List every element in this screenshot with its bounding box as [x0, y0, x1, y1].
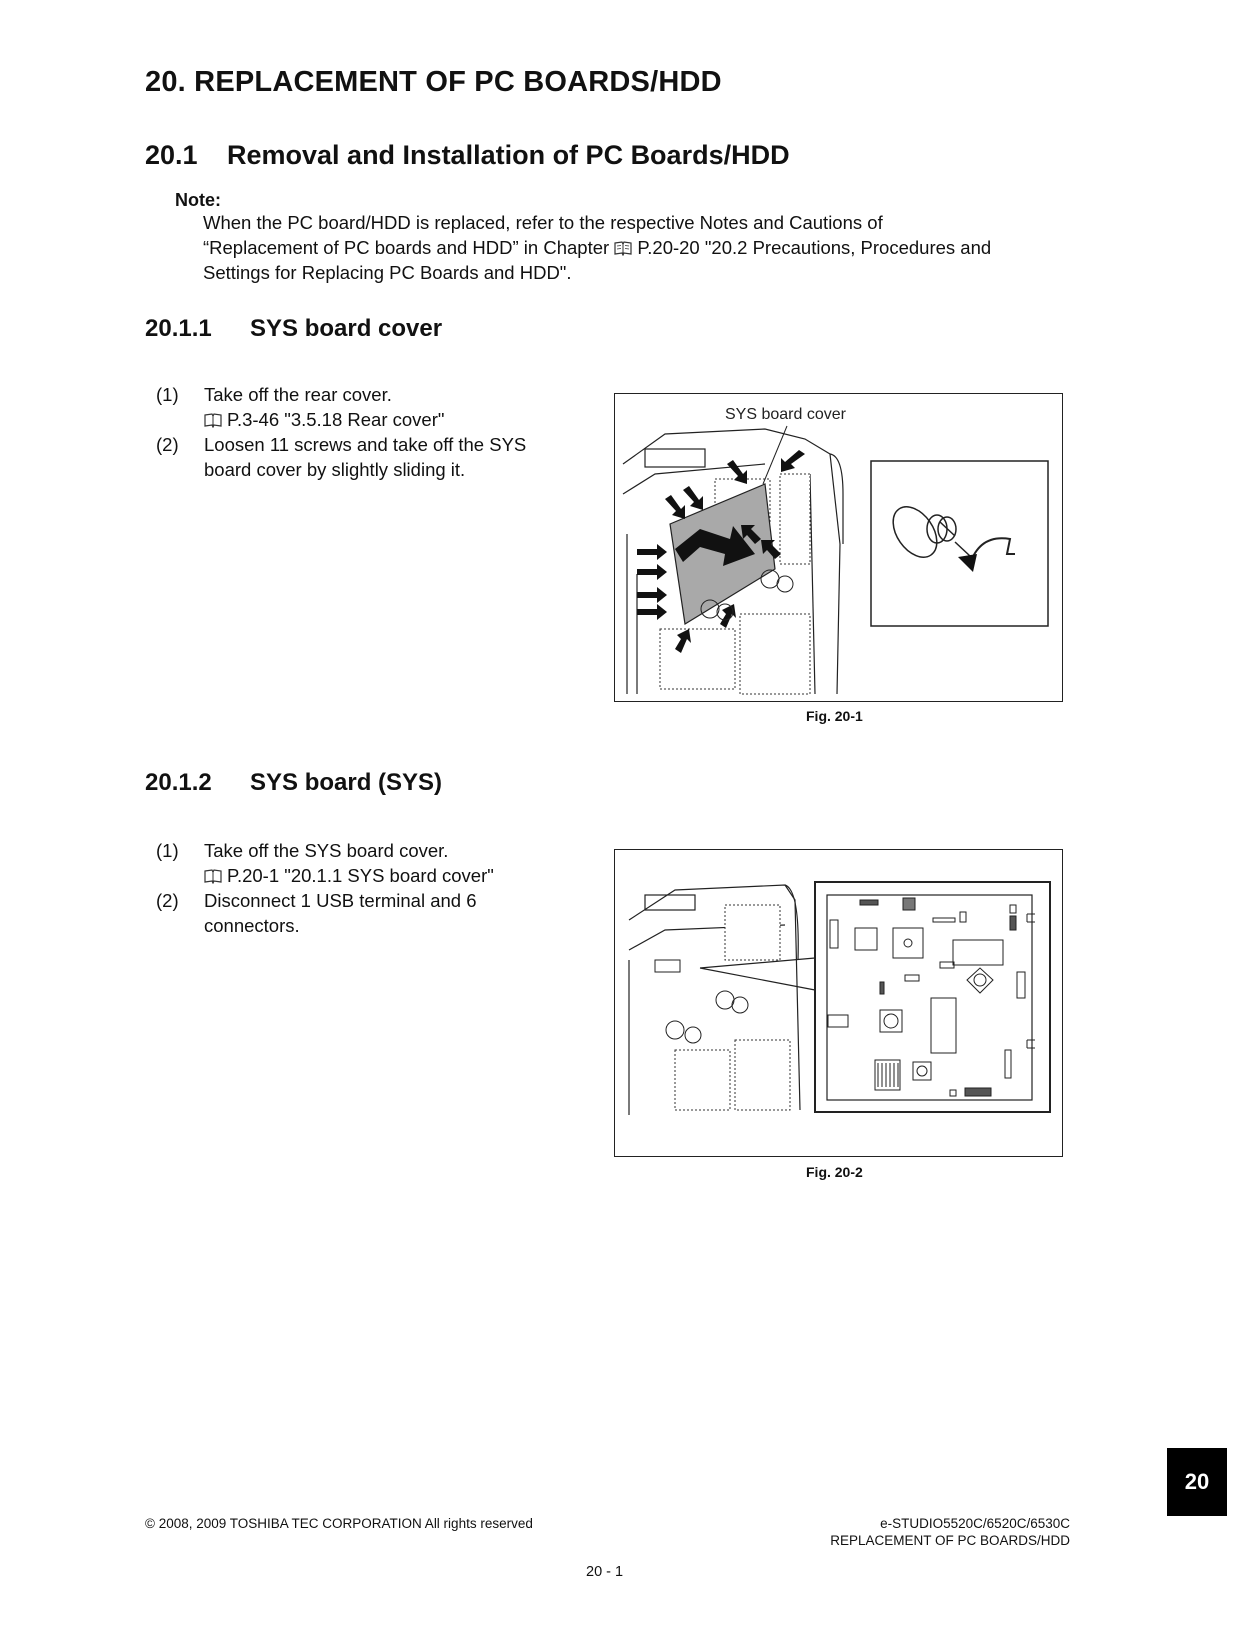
footer-model: e-STUDIO5520C/6520C/6530C	[880, 1516, 1070, 1531]
sys-board-cover-reference-link[interactable]: P.20-1 "20.1.1 SYS board cover"	[227, 865, 494, 886]
figure-20-2-caption: Fig. 20-2	[806, 1164, 863, 1180]
chapter-tab: 20	[1167, 1448, 1227, 1516]
sys-board-cover-label: SYS board cover	[725, 406, 847, 423]
footer-copyright: © 2008, 2009 TOSHIBA TEC CORPORATION All…	[145, 1516, 533, 1531]
book-reference-icon	[204, 869, 222, 884]
figure-20-1: SYS board cover	[614, 393, 1063, 702]
note-line-1: When the PC board/HDD is replaced, refer…	[203, 212, 883, 233]
figure-20-1-caption: Fig. 20-1	[806, 708, 863, 724]
note-label: Note:	[175, 190, 221, 210]
sys-board-illustration	[628, 881, 1051, 1115]
footer-chapter: REPLACEMENT OF PC BOARDS/HDD	[830, 1533, 1070, 1548]
screw-icon	[892, 506, 971, 558]
rear-cover-reference-link[interactable]: P.3-46 "3.5.18 Rear cover"	[227, 409, 445, 430]
book-reference-icon	[204, 413, 222, 428]
note-line-3: Settings for Replacing PC Boards and HDD…	[203, 262, 572, 283]
sys-board-cover-illustration: SYS board cover	[622, 406, 1049, 695]
section-title: Removal and Installation of PC Boards/HD…	[227, 140, 790, 170]
chapter-title: 20. REPLACEMENT OF PC BOARDS/HDD	[145, 66, 722, 98]
section-number: 20.1	[145, 140, 198, 170]
note-cross-reference-link[interactable]: P.20-20 "20.2 Precautions, Procedures an…	[637, 237, 992, 258]
figure-20-2	[614, 849, 1063, 1157]
note-line-2: “Replacement of PC boards and HDD” in Ch…	[203, 237, 992, 258]
section-heading: 20.1 Removal and Installation of PC Board…	[145, 140, 790, 171]
note-text: When the PC board/HDD is replaced, refer…	[203, 210, 1083, 285]
book-reference-icon	[614, 241, 632, 256]
page-number: 20 - 1	[586, 1564, 624, 1580]
